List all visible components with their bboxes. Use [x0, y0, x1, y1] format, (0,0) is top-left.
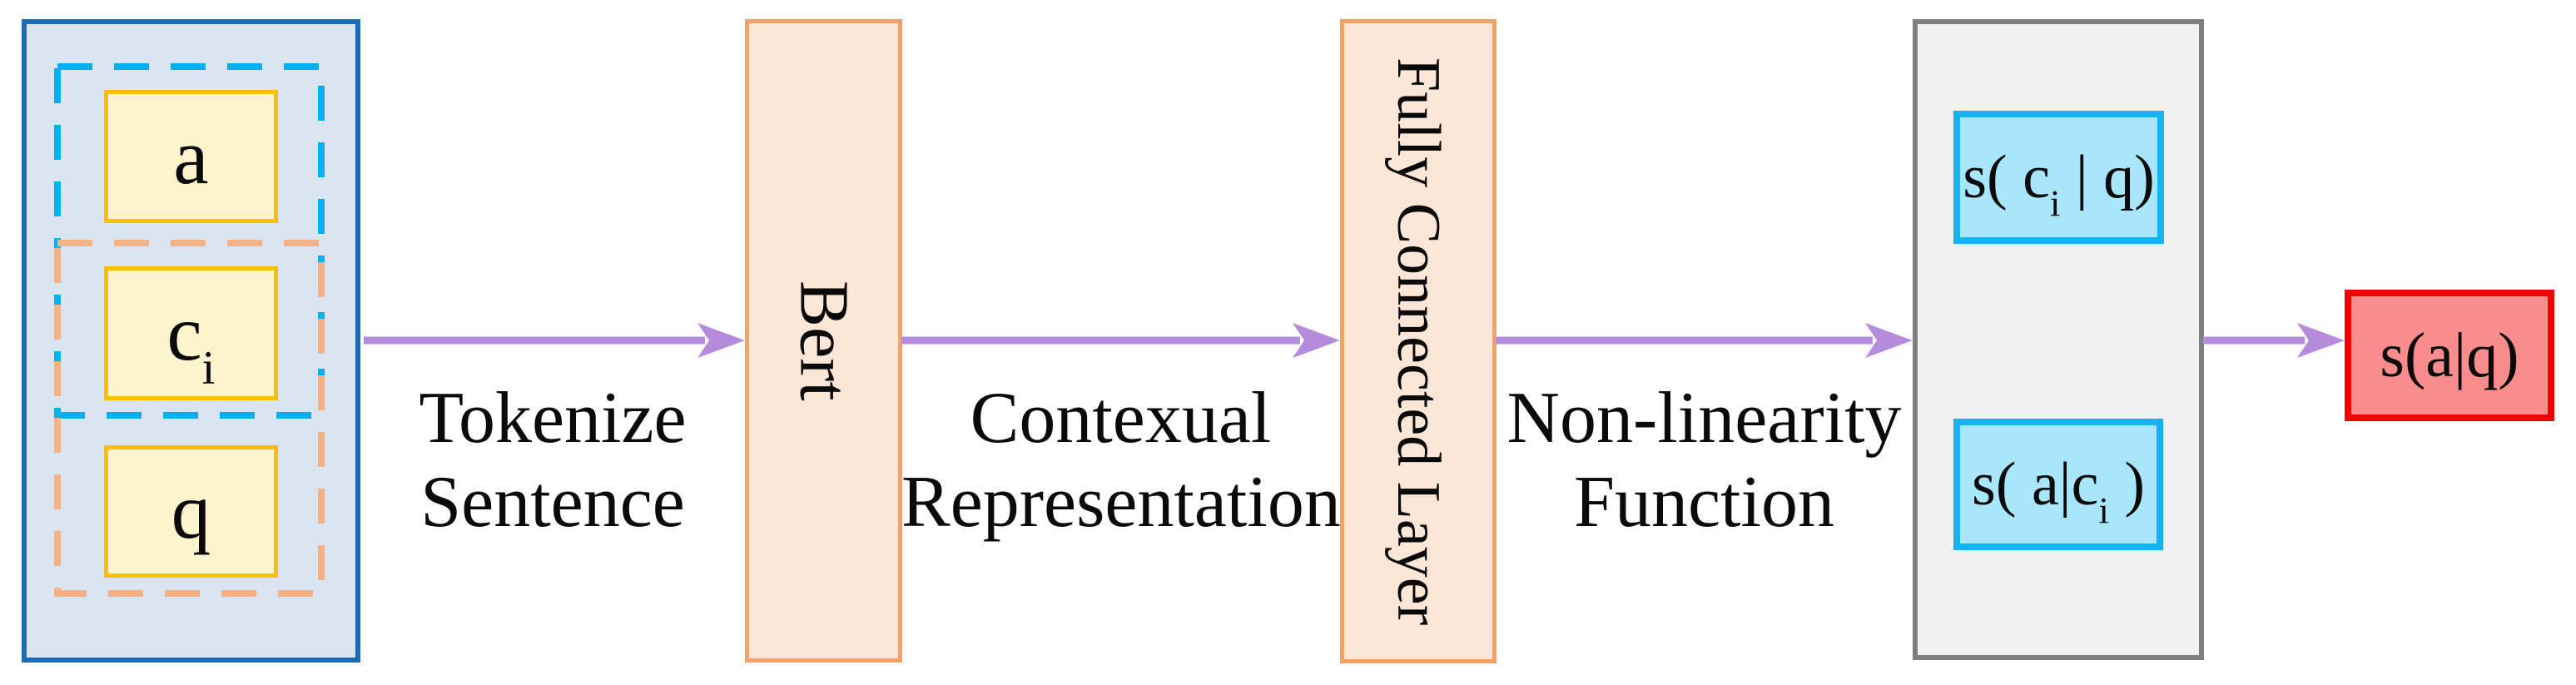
- fully-connected-layer-box: Fully Connected Layer: [1340, 19, 1496, 663]
- flow-arrow-tokenize: [364, 323, 745, 358]
- arrow-label-line: Representation: [901, 462, 1341, 543]
- flow-arrow-nonlinearity: [1496, 323, 1913, 358]
- arrow-label-contextual: Contexual Representation: [901, 376, 1341, 544]
- arrow-label-line: Function: [1574, 462, 1834, 543]
- fully-connected-layer-label: Fully Connected Layer: [1384, 57, 1452, 626]
- context-label: ci: [166, 289, 216, 395]
- question-label: q: [171, 467, 211, 555]
- arrow-label-nonlinearity: Non-linearity Function: [1496, 376, 1913, 544]
- token-box-answer: a: [104, 90, 278, 223]
- score-box-answer-given-context: s( a|ci ): [1953, 419, 2163, 550]
- arrow-label-tokenize: Tokenize Sentence: [360, 376, 745, 544]
- score-context-given-question-label: s( ci | q): [1963, 143, 2155, 225]
- token-box-question: q: [104, 445, 278, 578]
- bert-box: Bert: [745, 19, 902, 663]
- final-score-label: s(a|q): [2380, 320, 2519, 390]
- arrow-label-line: Tokenize: [419, 378, 687, 459]
- arrow-label-line: Contexual: [970, 378, 1272, 459]
- score-box-context-given-question: s( ci | q): [1953, 111, 2164, 244]
- answer-label: a: [173, 112, 209, 201]
- bert-label: Bert: [785, 280, 863, 401]
- score-answer-given-context-label: s( a|ci ): [1972, 450, 2145, 532]
- flow-arrow-output: [2203, 323, 2345, 358]
- token-box-context: ci: [104, 266, 278, 400]
- arrow-label-line: Non-linearity: [1506, 378, 1902, 459]
- final-score-box: s(a|q): [2345, 290, 2554, 421]
- flow-arrow-contextual: [901, 323, 1340, 358]
- arrow-label-line: Sentence: [420, 462, 685, 543]
